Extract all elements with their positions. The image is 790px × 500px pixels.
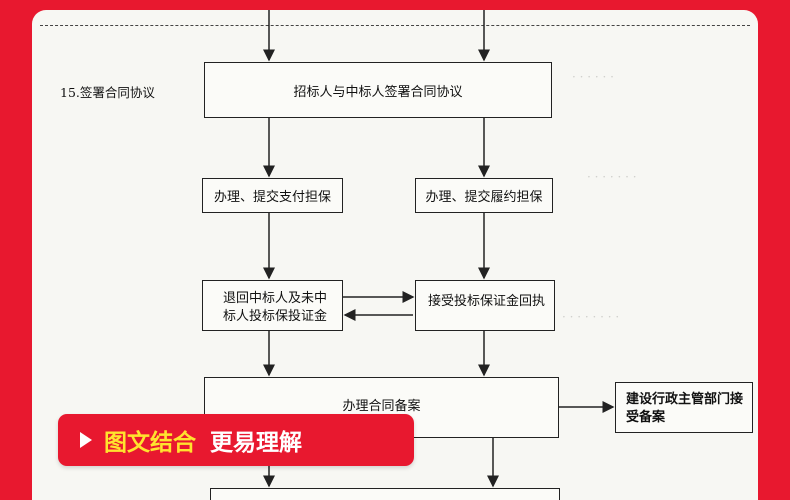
dashed-divider (40, 25, 750, 26)
flow-connectors (263, 10, 615, 488)
authority-filing-text: 建设行政主管部门接受备案 (626, 392, 744, 425)
payment-guarantee-text: 办理、提交支付担保 (213, 190, 331, 205)
performance-guarantee-text: 办理、提交履约担保 (425, 190, 543, 205)
play-triangle-icon (80, 432, 92, 448)
accept-bond-receipt-box: 接受投标保证金回执 (415, 280, 555, 331)
payment-guarantee-box: 办理、提交支付担保 (202, 178, 343, 213)
step-label: 15.签署合同协议 (60, 85, 155, 100)
refund-bond-box: 退回中标人及未中标人投标保投证金 (202, 280, 343, 331)
sign-contract-box: 招标人与中标人签署合同协议 (204, 62, 552, 118)
banner-text: 更易理解 (210, 430, 302, 456)
bleed-through-text: · · · · · · · · (562, 310, 620, 324)
banner-highlight: 图文结合 (104, 430, 196, 456)
refund-bond-text: 退回中标人及未中标人投标保投证金 (223, 291, 328, 324)
contract-filing-text: 办理合同备案 (342, 399, 421, 414)
bleed-through-text: · · · · · · · (587, 170, 637, 184)
bleed-through-text: · · · · · · (572, 70, 614, 84)
accept-bond-receipt-text: 接受投标保证金回执 (428, 294, 546, 309)
performance-guarantee-box: 办理、提交履约担保 (415, 178, 553, 213)
promo-banner: 图文结合 更易理解 (58, 414, 414, 466)
sign-contract-text: 招标人与中标人签署合同协议 (293, 84, 463, 100)
authority-filing-box: 建设行政主管部门接受备案 (615, 382, 753, 433)
next-step-box (210, 488, 560, 500)
